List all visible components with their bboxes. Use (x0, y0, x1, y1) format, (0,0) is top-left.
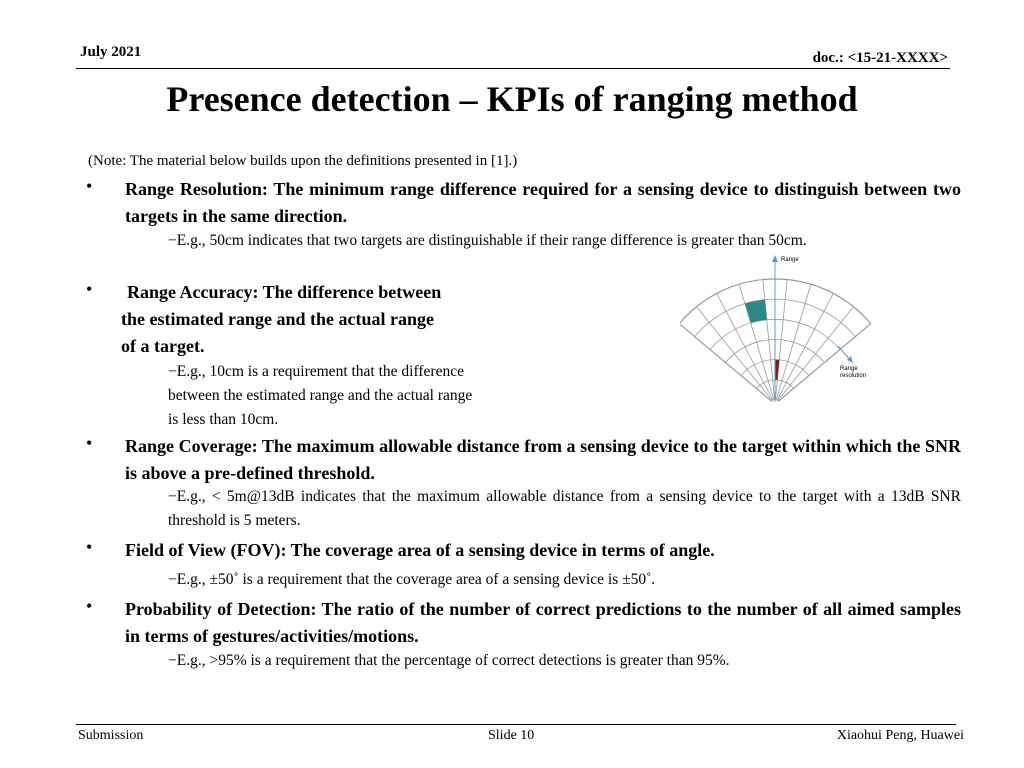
bullet-range-accuracy-line-1: Range Accuracy: The difference between (127, 282, 442, 302)
bullet-marker: • (86, 537, 93, 557)
footer-author: Xiaohui Peng, Huawei (836, 728, 964, 743)
angle-spoke (777, 306, 854, 402)
radar-fan-diagram: Range Range resolution (678, 255, 872, 402)
angle-spoke (696, 306, 773, 402)
angle-spoke (777, 323, 872, 402)
angle-spoke (738, 284, 775, 401)
angle-spoke (775, 279, 788, 401)
bullet-range-resolution: Range Resolution: The minimum range diff… (125, 179, 961, 226)
range-axis-label: Range (781, 257, 799, 263)
bullet-marker: • (86, 176, 93, 196)
note-text: (Note: The material below builds upon th… (88, 153, 518, 169)
bullet-marker: • (86, 279, 93, 299)
bullet-probability-of-detection: Probability of Detection: The ratio of t… (125, 599, 961, 646)
example-range-accuracy-line-2: between the estimated range and the actu… (168, 387, 473, 404)
header-divider (76, 68, 950, 69)
angle-spoke (716, 293, 774, 401)
example-range-accuracy-line-3: is less than 10cm. (168, 411, 279, 428)
bullet-marker: • (86, 433, 93, 453)
resolution-label-line-2: resolution (840, 373, 866, 379)
footer-submission: Submission (78, 728, 144, 743)
header-date: July 2021 (80, 44, 142, 60)
target-cell-red (775, 359, 780, 380)
example-probability-of-detection: −E.g., >95% is a requirement that the pe… (168, 652, 730, 669)
resolution-arrow-head (847, 356, 853, 363)
example-field-of-view: −E.g., ±50˚ is a requirement that the co… (168, 571, 656, 588)
range-resolution-figure: Range Range resolution (678, 252, 890, 432)
example-range-coverage: −E.g., < 5m@13dB indicates that the maxi… (168, 488, 961, 529)
bullet-marker: • (86, 596, 93, 616)
bullet-field-of-view: Field of View (FOV): The coverage area o… (125, 540, 715, 560)
range-arrow-head (772, 255, 778, 262)
target-cell-teal (744, 299, 767, 323)
resolution-label-line-1: Range (840, 366, 858, 372)
angle-spoke (678, 323, 773, 402)
example-range-resolution: −E.g., 50cm indicates that two targets a… (168, 232, 807, 249)
example-range-accuracy-line-1: −E.g., 10cm is a requirement that the di… (168, 363, 464, 380)
slide-title: Presence detection – KPIs of ranging met… (166, 79, 858, 119)
footer-slide-number: Slide 10 (488, 728, 535, 743)
angle-spoke (775, 284, 812, 401)
angle-spoke (776, 293, 834, 401)
bullet-range-accuracy-line-2: the estimated range and the actual range (121, 309, 434, 329)
footer-divider (76, 724, 956, 725)
bullet-range-coverage: Range Coverage: The maximum allowable di… (125, 436, 961, 483)
header-doc-id: doc.: <15-21-XXXX> (812, 50, 948, 66)
bullet-range-accuracy-line-3: of a target. (121, 336, 205, 356)
